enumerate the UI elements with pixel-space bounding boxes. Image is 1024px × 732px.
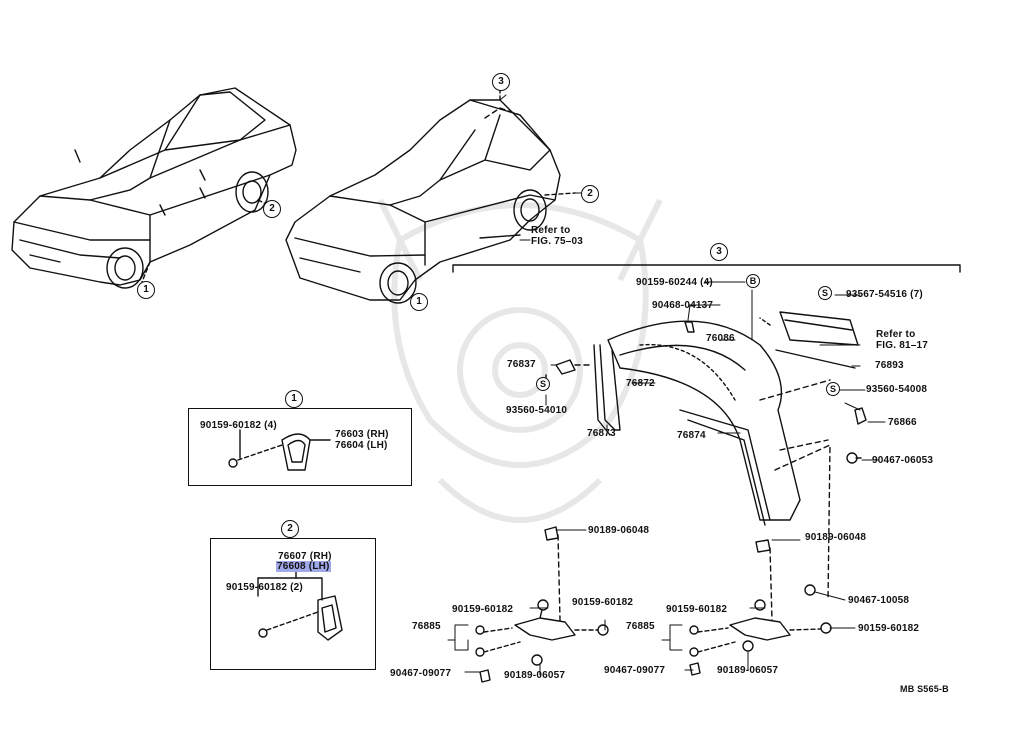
part-76893[interactable]: 76893 (875, 360, 904, 371)
symbol-s-93560-54008: S (826, 382, 840, 396)
part-90159-60182-right-b[interactable]: 90159-60182 (858, 623, 920, 634)
bracket-right-illustration (689, 599, 832, 676)
part-76885-left[interactable]: 76885 (412, 621, 441, 632)
diagram-code: MB S565-B (900, 684, 949, 694)
box1-part-clip[interactable]: 90159-60182 (4) (200, 420, 277, 431)
box2-illustration (257, 569, 343, 641)
box2-part-clip[interactable]: 90159-60182 (2) (226, 582, 303, 593)
part-76866[interactable]: 76866 (888, 417, 917, 428)
part-76086[interactable]: 76086 (706, 333, 735, 344)
part-90467-09077-left[interactable]: 90467-09077 (390, 668, 452, 679)
box1-part-lh[interactable]: 76604 (LH) (335, 440, 388, 451)
callout-1-sedan[interactable]: 1 (137, 281, 155, 299)
part-90159-60182-right-a[interactable]: 90159-60182 (666, 604, 728, 615)
fender-flare-illustration (593, 320, 801, 526)
part-90467-09077-right[interactable]: 90467-09077 (604, 665, 666, 676)
part-90467-10058[interactable]: 90467-10058 (848, 595, 910, 606)
box2-part-rh[interactable]: 76607 (RH) (278, 551, 332, 562)
symbol-s-93560-54010: S (536, 377, 550, 391)
part-90159-60182-left-b[interactable]: 90159-60182 (572, 597, 634, 608)
callout-3-group[interactable]: 3 (710, 243, 728, 261)
part-90189-06057-left[interactable]: 90189-06057 (504, 670, 566, 681)
watermark-emblem (377, 198, 663, 523)
part-76837[interactable]: 76837 (507, 359, 536, 370)
part-76872[interactable]: 76872 (626, 378, 655, 389)
detail-box-2 (210, 538, 376, 670)
part-93567-54516[interactable]: 93567-54516 (7) (846, 289, 923, 300)
part-90189-06048-right[interactable]: 90189-06048 (805, 532, 867, 543)
clip-76837-shape (555, 359, 576, 375)
callout-1-hatchback[interactable]: 1 (410, 293, 428, 311)
box1-part-rh[interactable]: 76603 (RH) (335, 429, 389, 440)
part-90189-06048-left[interactable]: 90189-06048 (588, 525, 650, 536)
callout-1-box-title[interactable]: 1 (285, 390, 303, 408)
clip-76866-shape (854, 407, 867, 425)
refer-fig-75-line1: Refer to (531, 225, 571, 236)
refer-fig-81-line1: Refer to (876, 329, 916, 340)
part-90467-06053[interactable]: 90467-06053 (872, 455, 934, 466)
part-93560-54008[interactable]: 93560-54008 (866, 384, 928, 395)
nut-06048-left-shape (544, 526, 559, 541)
bracket-left-illustration (475, 599, 609, 683)
refer-fig-81-line2: FIG. 81–17 (876, 340, 929, 351)
refer-fig-75-line2: FIG. 75–03 (531, 236, 584, 247)
part-90468-04137[interactable]: 90468-04137 (652, 300, 714, 311)
box2-part-lh[interactable]: 76608 (LH) (276, 561, 331, 572)
part-90189-06057-right[interactable]: 90189-06057 (717, 665, 779, 676)
callout-2-box-title[interactable]: 2 (281, 520, 299, 538)
symbol-b: B (746, 274, 760, 288)
detail-box-1 (188, 408, 412, 486)
part-76885-right[interactable]: 76885 (626, 621, 655, 632)
sedan-illustration (11, 87, 297, 289)
part-93560-54010[interactable]: 93560-54010 (506, 405, 568, 416)
part-76873[interactable]: 76873 (587, 428, 616, 439)
symbol-s-93567: S (818, 286, 832, 300)
part-90159-60182-left-a[interactable]: 90159-60182 (452, 604, 514, 615)
callout-3-hatchback[interactable]: 3 (492, 73, 510, 91)
box2-part-lh-highlight: 76608 (LH) (276, 561, 331, 572)
group-bracket-3 (452, 264, 961, 273)
bolt-10058-shape (804, 584, 816, 596)
hatchback-illustration (285, 89, 576, 311)
callout-2-sedan[interactable]: 2 (263, 200, 281, 218)
trim-strip-illustration (759, 311, 859, 369)
callout-2-hatchback[interactable]: 2 (581, 185, 599, 203)
part-76874[interactable]: 76874 (677, 430, 706, 441)
part-90159-60244[interactable]: 90159-60244 (4) (636, 277, 713, 288)
nut-06048-right-shape (755, 539, 771, 553)
box1-illustration (228, 429, 331, 471)
